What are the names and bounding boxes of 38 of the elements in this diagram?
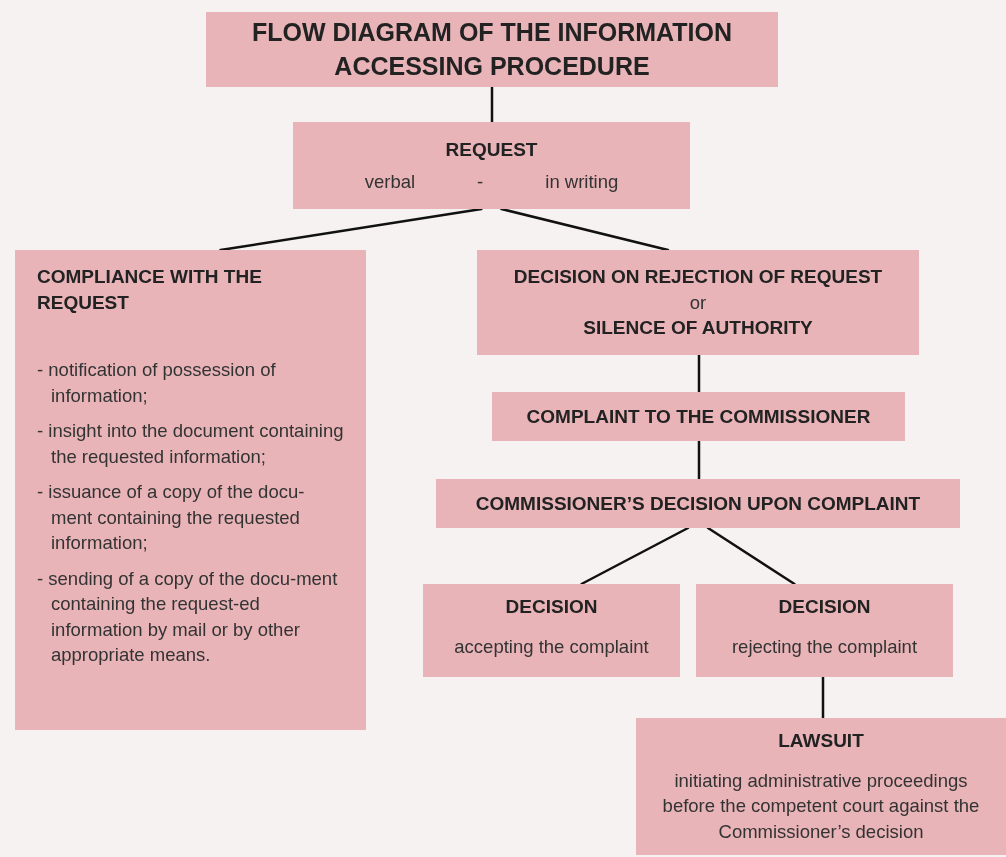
process-box bbox=[492, 392, 905, 441]
connector-line bbox=[500, 207, 670, 252]
process-box bbox=[423, 584, 680, 677]
box-heading: DECISION bbox=[778, 595, 871, 619]
connector-line bbox=[580, 526, 690, 586]
box-heading: SILENCE OF AUTHORITY bbox=[583, 316, 813, 341]
connector-line bbox=[697, 439, 701, 481]
box-heading: COMPLIANCE WITH THE REQUEST bbox=[37, 265, 263, 315]
process-box bbox=[293, 122, 690, 209]
process-box bbox=[436, 479, 960, 528]
list-item: - issuance of a copy of the docu-ment containing the requested information; bbox=[37, 480, 306, 556]
connector-line bbox=[706, 526, 796, 586]
box-heading: FLOW DIAGRAM OF THE INFORMATION ACCESSING PROCEDURE bbox=[251, 16, 733, 82]
process-box bbox=[636, 718, 1006, 855]
connector-line bbox=[697, 353, 701, 394]
process-box bbox=[15, 250, 366, 730]
list-item: - insight into the document containing the requested information; bbox=[37, 419, 344, 469]
list-item: - notification of possession of information; bbox=[37, 358, 277, 408]
box-heading: DECISION bbox=[505, 595, 598, 619]
box-text: verbal bbox=[364, 169, 416, 194]
title-box bbox=[206, 12, 778, 87]
box-text: accepting the complaint bbox=[454, 634, 649, 659]
box-heading: LAWSUIT bbox=[778, 729, 864, 753]
box-text: in writing bbox=[545, 169, 619, 194]
box-heading: DECISION ON REJECTION OF REQUEST bbox=[513, 265, 883, 290]
list-item: - sending of a copy of the docu-ment containing the request-ed information by mail or by other appropriate means. bbox=[37, 566, 339, 668]
connector-line bbox=[490, 85, 494, 124]
connector-line bbox=[219, 207, 483, 252]
process-box bbox=[696, 584, 953, 677]
connector-line bbox=[821, 675, 825, 720]
box-text: rejecting the complaint bbox=[731, 634, 918, 659]
process-box bbox=[477, 250, 919, 355]
box-text: initiating administrative proceedings before the competent court against the Commissioner’s decision bbox=[661, 768, 981, 844]
box-heading: COMPLAINT TO THE COMMISSIONER bbox=[526, 404, 871, 429]
box-text: or bbox=[689, 290, 707, 315]
box-heading: REQUEST bbox=[445, 137, 538, 162]
box-text: - bbox=[477, 169, 484, 194]
box-heading: COMMISSIONER’S DECISION UPON COMPLAINT bbox=[475, 491, 921, 516]
